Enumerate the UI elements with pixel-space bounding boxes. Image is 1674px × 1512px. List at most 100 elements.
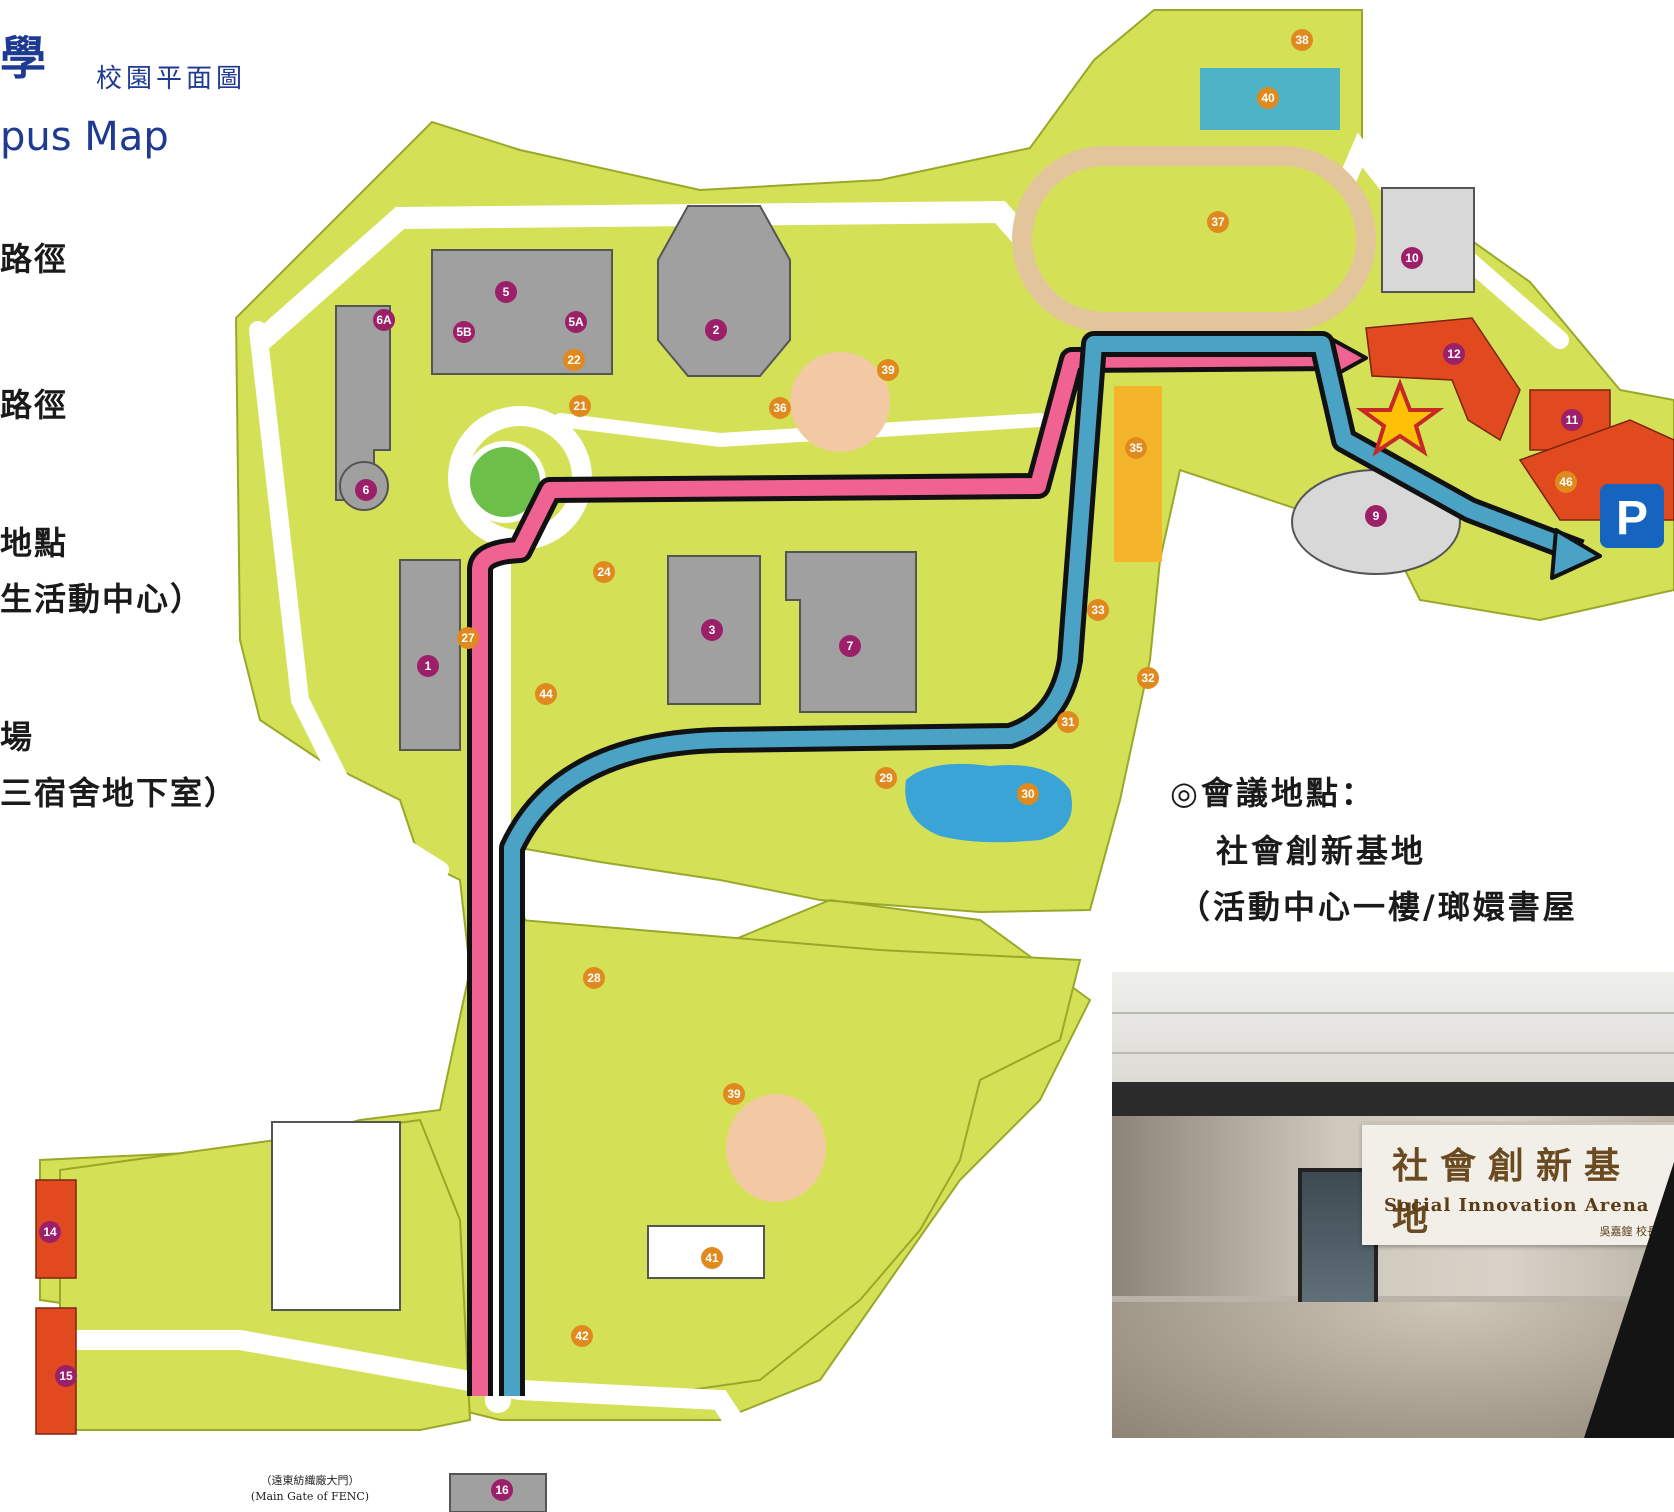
sports — [464, 68, 1461, 1202]
marker-7: 7 — [839, 635, 861, 657]
marker-15: 15 — [55, 1365, 77, 1387]
venue-photo: 社會創新基地 Social Innovation Arena 吳嘉鍠 校長 — [1112, 972, 1674, 1438]
svg-text:44: 44 — [539, 687, 553, 701]
building-field-white — [271, 1121, 401, 1311]
route-blue-arrowhead — [1550, 528, 1602, 580]
svg-text:6A: 6A — [376, 313, 392, 327]
svg-text:5A: 5A — [568, 315, 584, 329]
marker-3: 3 — [701, 619, 723, 641]
svg-text:11: 11 — [1566, 413, 1579, 427]
gate-label-cn: （遠東紡織廠大門） — [261, 1473, 360, 1487]
marker-27: 27 — [457, 627, 479, 649]
map-markers: 5 5B 5A 2 6A 6 1 3 7 9 10 11 12 14 15 16… — [39, 29, 1583, 1501]
svg-text:29: 29 — [879, 771, 893, 785]
parking-sign-bg — [1600, 484, 1664, 548]
svg-text:6: 6 — [363, 483, 370, 497]
svg-text:5B: 5B — [456, 325, 472, 339]
track-infield — [1032, 166, 1356, 312]
marker-41: 41 — [701, 1247, 723, 1269]
gate-label-en: (Main Gate of FENC) — [251, 1490, 369, 1503]
marker-40: 40 — [1257, 87, 1279, 109]
parking-sign: P — [1600, 484, 1664, 548]
photo-floor — [1112, 1302, 1674, 1438]
baseball-diamond-south — [726, 1094, 826, 1202]
marker-44: 44 — [535, 683, 557, 705]
svg-text:27: 27 — [461, 631, 475, 645]
svg-text:33: 33 — [1091, 603, 1105, 617]
marker-22: 22 — [563, 349, 585, 371]
legend-walk-route-1: 路徑 — [0, 240, 69, 278]
building-7 — [785, 551, 917, 713]
marker-37: 37 — [1207, 211, 1229, 233]
building-12 — [1365, 317, 1521, 442]
building-10 — [1381, 187, 1475, 293]
map-subtitle-cn: 校園平面圖 — [96, 64, 247, 94]
marker-39-south: 39 — [723, 1083, 745, 1105]
svg-text:38: 38 — [1295, 33, 1309, 47]
svg-text:32: 32 — [1141, 671, 1155, 685]
svg-text:46: 46 — [1559, 475, 1573, 489]
marker-24: 24 — [593, 561, 615, 583]
marker-39-north: 39 — [877, 359, 899, 381]
svg-text:36: 36 — [773, 401, 787, 415]
photo-beam — [1112, 1082, 1674, 1116]
road-west — [249, 321, 449, 879]
marker-12: 12 — [1443, 343, 1465, 365]
buildings — [271, 187, 1475, 1512]
marker-33: 33 — [1087, 599, 1109, 621]
venue-sign-cn: 社會創新基地 — [1392, 1145, 1633, 1239]
main-gate-label: （遠東紡織廠大門） (Main Gate of FENC) — [251, 1473, 369, 1503]
svg-text:10: 10 — [1405, 251, 1419, 265]
legend-location-detail: 生活動中心） — [0, 580, 205, 618]
svg-text:28: 28 — [587, 971, 601, 985]
marker-16: 16 — [491, 1479, 513, 1501]
building-2 — [657, 205, 791, 377]
road-central — [553, 413, 1047, 448]
legend-parking-label: 場 — [0, 718, 35, 756]
svg-text:40: 40 — [1261, 91, 1275, 105]
map-title-en: pus Map — [0, 114, 169, 160]
meeting-label: ◎會議地點： — [1170, 774, 1376, 812]
svg-text:35: 35 — [1129, 441, 1143, 455]
svg-text:31: 31 — [1061, 715, 1075, 729]
svg-text:1: 1 — [425, 659, 432, 673]
orange-court-35 — [1114, 386, 1162, 562]
marker-11: 11 — [1561, 409, 1583, 431]
parking-icon: P — [1616, 492, 1648, 545]
svg-text:22: 22 — [567, 353, 581, 367]
legend-walk-route-2: 路徑 — [0, 386, 69, 424]
marker-9: 9 — [1365, 505, 1387, 527]
marker-28: 28 — [583, 967, 605, 989]
route-pink — [472, 350, 1341, 1396]
svg-text:5: 5 — [503, 285, 510, 299]
svg-text:39: 39 — [727, 1087, 741, 1101]
marker-2: 2 — [705, 319, 727, 341]
svg-text:42: 42 — [575, 1329, 589, 1343]
svg-text:15: 15 — [59, 1369, 73, 1383]
marker-5a: 5A — [565, 311, 587, 333]
svg-text:21: 21 — [573, 399, 587, 413]
marker-29: 29 — [875, 767, 897, 789]
marker-21: 21 — [569, 395, 591, 417]
destination-star-icon — [1355, 378, 1445, 457]
svg-text:14: 14 — [43, 1225, 57, 1239]
marker-35: 35 — [1125, 437, 1147, 459]
marker-36: 36 — [769, 397, 791, 419]
baseball-diamond-north — [790, 352, 890, 452]
svg-text:16: 16 — [495, 1483, 509, 1497]
marker-5: 5 — [495, 281, 517, 303]
svg-text:7: 7 — [847, 639, 854, 653]
svg-text:24: 24 — [597, 565, 611, 579]
marker-5b: 5B — [453, 321, 475, 343]
photo-black-panel — [1584, 1162, 1674, 1438]
route-blue — [504, 336, 1583, 1396]
building-6a — [335, 305, 391, 501]
venue-sign-en: Social Innovation Arena — [1384, 1195, 1650, 1216]
svg-text:30: 30 — [1021, 787, 1035, 801]
legend-parking-detail: 三宿舍地下室） — [0, 774, 239, 812]
building-15 — [35, 1307, 77, 1435]
marker-1: 1 — [417, 655, 439, 677]
photo-ceiling-line — [1112, 1052, 1674, 1054]
svg-text:12: 12 — [1447, 347, 1461, 361]
